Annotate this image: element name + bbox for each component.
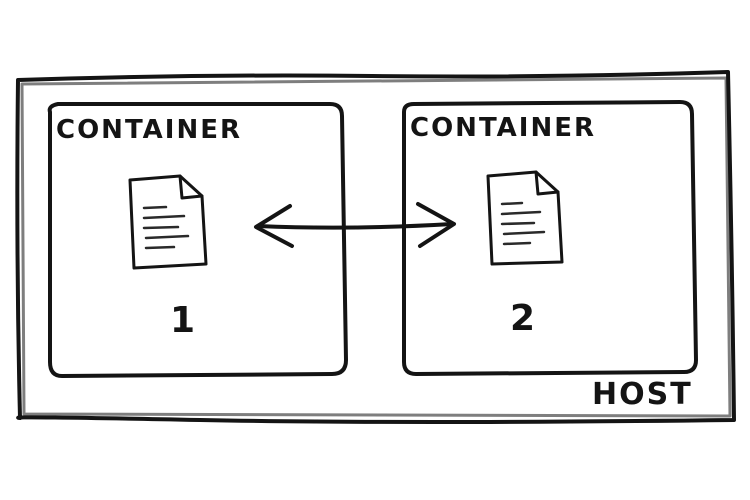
- bidirectional-arrow: [254, 202, 456, 248]
- container-number-1: 1: [170, 300, 195, 341]
- container-box-1: [47, 102, 348, 378]
- container-number-2: 2: [510, 298, 535, 339]
- host-box: [15, 70, 736, 424]
- host-label: HOST: [592, 377, 693, 412]
- document-icon: [486, 170, 564, 266]
- container-label-1: CONTAINER: [56, 115, 242, 145]
- container-label-2: CONTAINER: [410, 113, 596, 143]
- container-box-2: [402, 100, 698, 376]
- document-icon: [128, 174, 208, 270]
